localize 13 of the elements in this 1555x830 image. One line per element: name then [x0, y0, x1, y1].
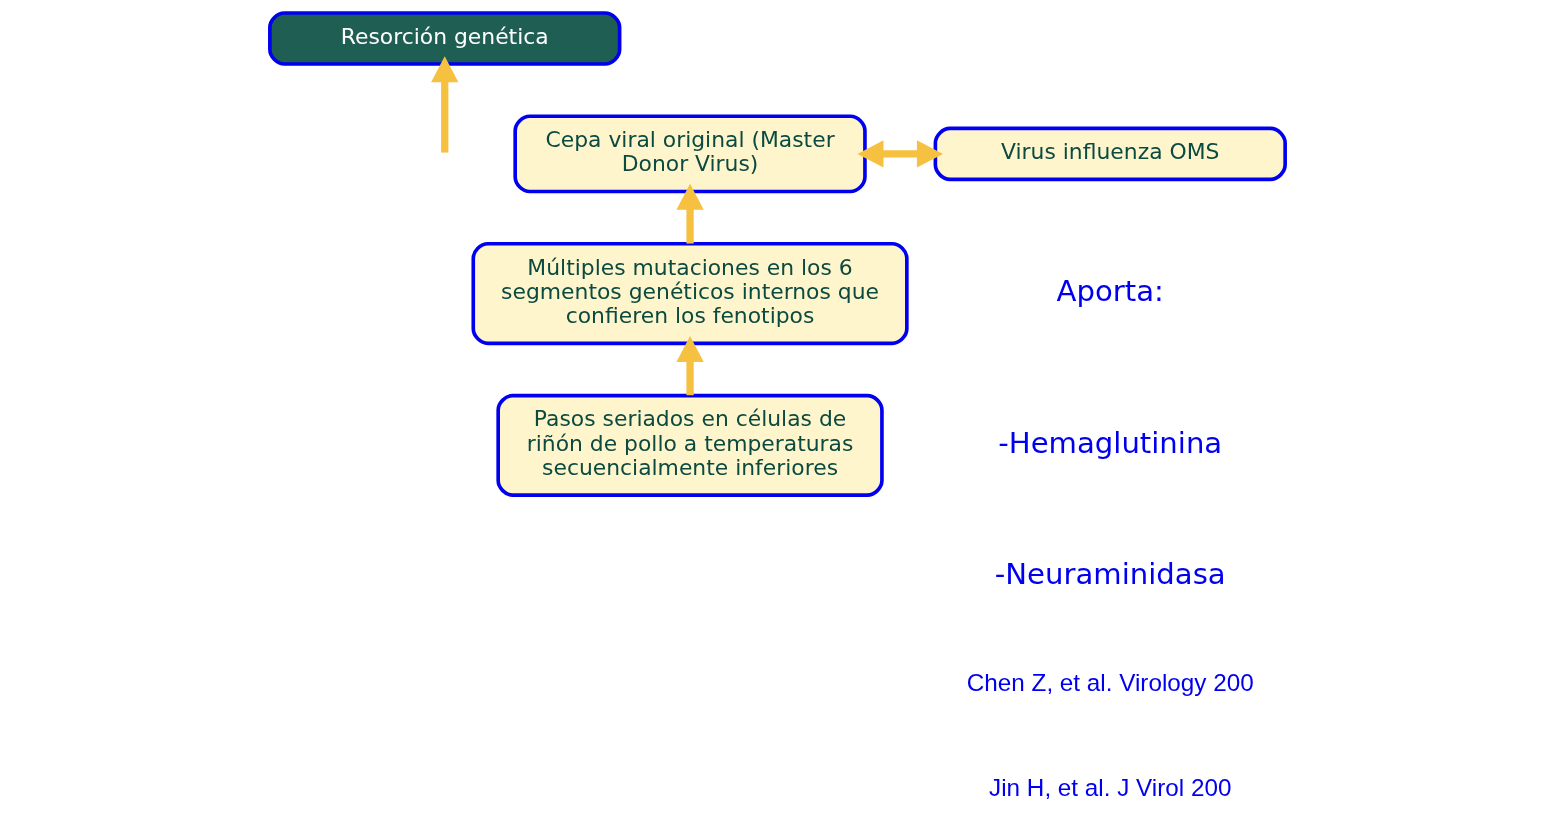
- arrow: [857, 140, 943, 168]
- label: Chen Z, et al. Virology 200: [966, 668, 1254, 696]
- label: -Hemaglutinina: [998, 425, 1223, 460]
- node-box: Múltiples mutaciones en los 6 segmentos genéticos internos que confieren los fenotipos: [471, 241, 909, 346]
- label: Jin H, et al. J Virol 200: [989, 774, 1232, 802]
- node-box: Cepa viral original (Master Donor Virus): [513, 114, 867, 194]
- node-box: Resorción genética: [268, 11, 622, 66]
- arrow: [676, 335, 704, 396]
- arrow: [676, 183, 704, 244]
- node-box: Virus influenza OMS: [933, 126, 1287, 182]
- label: Aporta:: [1056, 274, 1164, 309]
- node-box: Pasos seriados en células de riñón de pollo a temperaturas secuencialmente inferiores: [496, 393, 884, 497]
- label: -Neuraminidasa: [994, 557, 1226, 592]
